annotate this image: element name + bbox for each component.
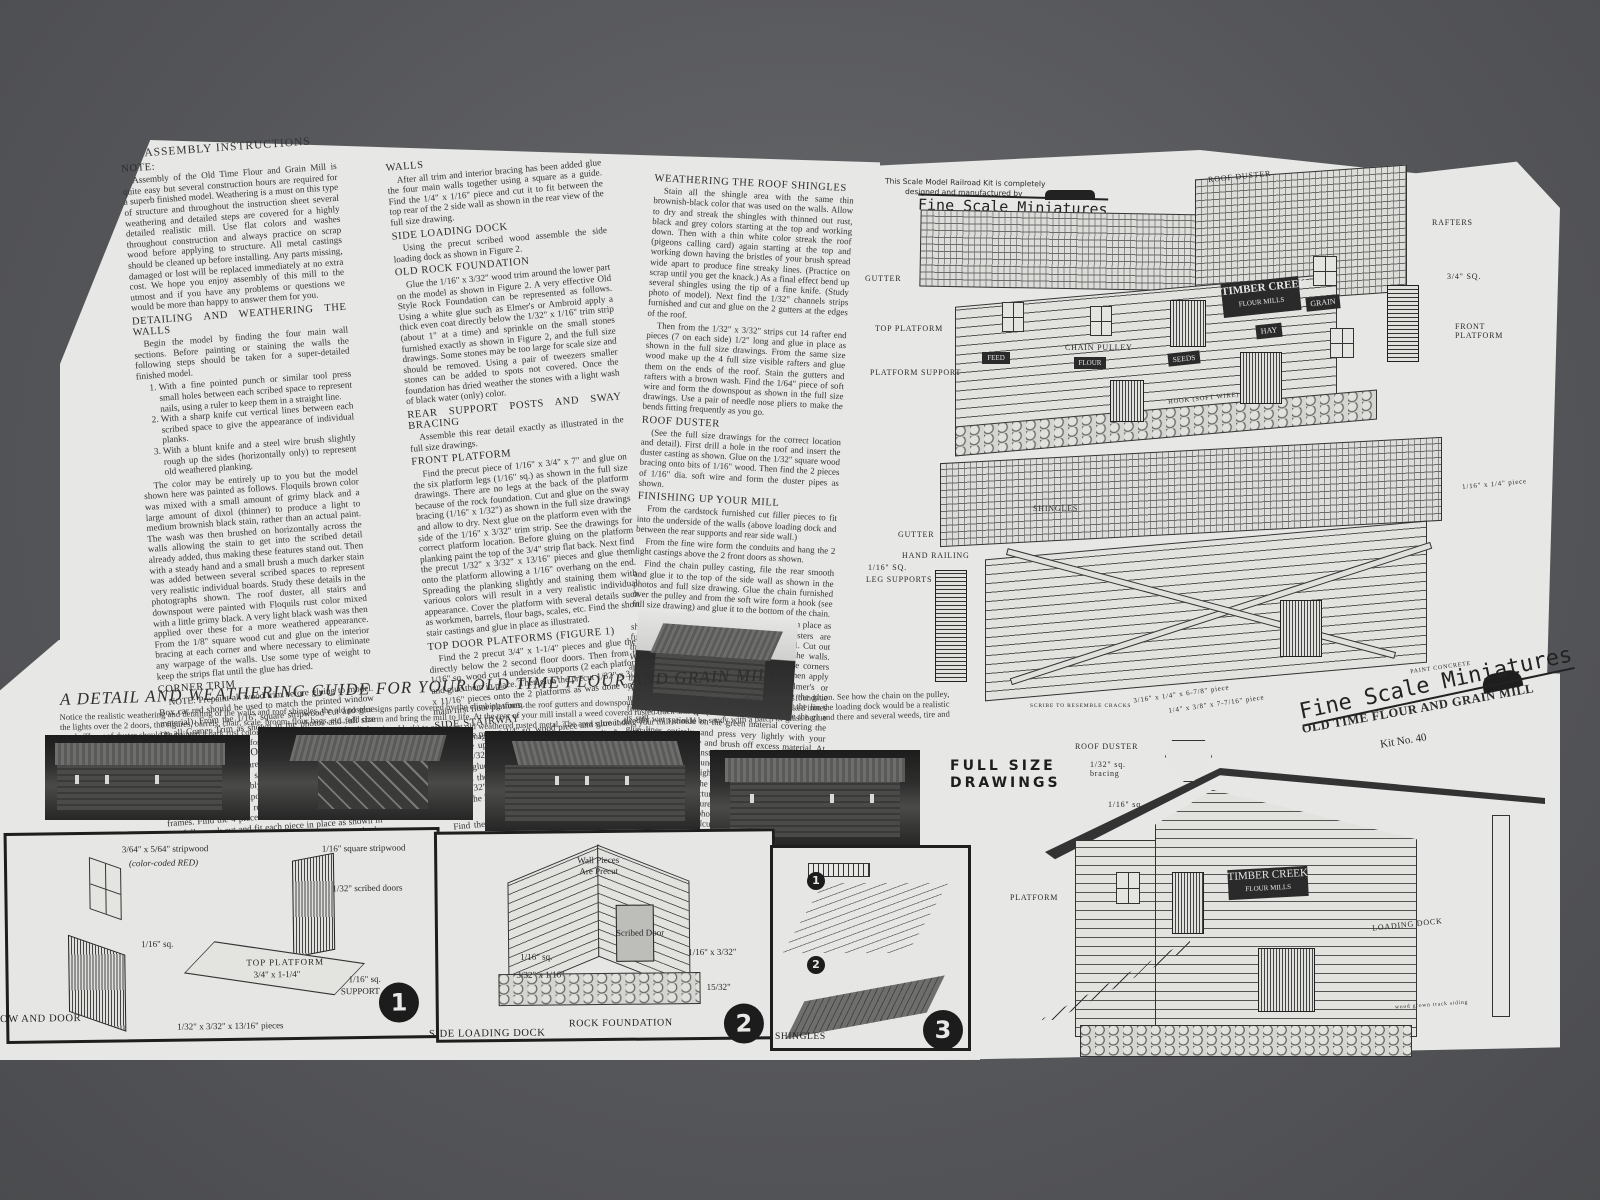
shingle-rows-sketch [782, 883, 949, 953]
figure-3-number-badge: 3 [923, 1010, 963, 1050]
rock-foundation-paragraph: Glue the 1/16" x 3/32" wood trim around … [396, 261, 620, 407]
figure-2-box: Wall Pieces Are Precut Scribed Door 1/16… [429, 828, 778, 1044]
fig1-label-color-coded: (color-coded RED) [128, 857, 199, 869]
front-stair-sketch [1387, 285, 1419, 362]
roof-duster-paragraph: (See the full size drawings for the corr… [638, 427, 842, 489]
fig1-title: WINDOW AND DOOR TRIM [0, 1012, 82, 1026]
sign-hay: HAY [1255, 322, 1283, 340]
fig1-label-top-platform: TOP PLATFORM [246, 956, 325, 968]
detailing-steps: With a fine pointed punch or similar too… [136, 369, 357, 479]
front-window-4 [1330, 328, 1354, 358]
color-paragraph: The color may be entirely up to you but … [143, 466, 371, 682]
full-size-word: FULL SIZE [950, 758, 1056, 774]
note-paragraph: Assembly of the Old Time Flour and Grain… [122, 161, 346, 313]
fig3-title: SHINGLES [775, 1032, 826, 1042]
side-window-1 [1116, 872, 1140, 904]
shingle-cut-sketch [786, 975, 945, 1039]
model-photo-side [485, 731, 700, 831]
fig1-label-sq: 1/16" sq. [141, 938, 174, 950]
shingle-step-1-badge: 1 [807, 872, 825, 890]
label-hand-railing: HAND RAILING [902, 551, 970, 560]
fig1-label-support-size: 1/16" sq. [348, 973, 381, 985]
label-leg-sq: 1/16" sq. [868, 563, 907, 572]
rear-door [1280, 600, 1322, 657]
shingle-strip-sketch [808, 863, 870, 877]
model-photo-angle [710, 750, 920, 845]
side-label-bracing: 1/32" sq. bracing [1090, 760, 1126, 778]
label-top-platform: TOP PLATFORM [875, 324, 944, 333]
side-label-platform: PLATFORM [1010, 893, 1059, 902]
sign-timber-creek-side: TIMBER CREEK FLOUR MILLS [1227, 865, 1309, 901]
locomotive-logo-icon [1045, 190, 1095, 200]
label-rafters: RAFTERS [1432, 218, 1473, 227]
fig2-label-are-precut: Are Precut [579, 865, 619, 877]
fig1-label-square-stripwood: 1/16" square stripwood [321, 842, 406, 854]
text-panel [60, 140, 880, 700]
fig1-label-top-platform-size: 3/4" x 1-1/4" [253, 968, 301, 980]
rafters-paragraph: Then from the 1/32" x 3/32" strips cut 1… [642, 320, 847, 418]
fig2-label-sq: 1/16" sq. [520, 951, 553, 962]
label-shingles: SHINGLES [1033, 504, 1079, 513]
label-platform-support: PLATFORM SUPPORT [870, 368, 962, 377]
figure-3-box: 1 2 SHINGLES 3 [770, 845, 971, 1051]
fig1-label-support: SUPPORT [340, 985, 380, 997]
fig2-label-wall-pieces: Wall Pieces [577, 854, 620, 866]
label-front-platform: FRONT PLATFORM [1455, 322, 1504, 340]
side-label-roof-duster: ROOF DUSTER [1075, 742, 1139, 751]
label-3-4-sq: 3/4" sq. [1447, 272, 1482, 281]
label-chain-pulley: CHAIN PULLEY [1065, 343, 1133, 352]
drawings-word: DRAWINGS [950, 775, 1061, 791]
weathering-shingles-paragraph: Stain all the shingle area with the same… [647, 185, 854, 320]
front-platform-paragraph: Find the precut piece of 1/16" x 3/4" x … [413, 451, 641, 639]
figure-1-number-badge: 1 [378, 982, 420, 1023]
fig2-label-height: 15/32" [706, 981, 731, 992]
sign-flour: FLOUR [1074, 357, 1106, 369]
top-platform-door-sketch [291, 852, 336, 958]
front-door-upper [1170, 300, 1206, 347]
front-door-main [1240, 352, 1282, 404]
rear-post-sketch [1492, 815, 1510, 1017]
side-loading-dock-door [1258, 948, 1315, 1012]
model-photo-front [45, 735, 250, 820]
sign-feed: FEED [982, 352, 1010, 364]
label-leg-supports: LEG SUPPORTS [866, 575, 933, 584]
fig1-label-pieces: 1/32" x 3/32" x 13/16" pieces [177, 1020, 284, 1032]
full-size-drawings-title: FULL SIZE DRAWINGS [950, 758, 1061, 792]
front-view-roof-shingles [919, 209, 1208, 292]
fig1-label-stripwood: 3/64" x 5/64" stripwood [121, 843, 209, 855]
figure-2-number-badge: 2 [723, 1003, 765, 1044]
label-gutter: GUTTER [865, 274, 902, 283]
window-trim-sketch [88, 857, 122, 921]
fig1-label-scribed-doors: 1/32" scribed doors [332, 882, 403, 894]
front-door-loading [1110, 380, 1144, 422]
side-view-foundation [1080, 1025, 1412, 1057]
front-window-2 [1090, 306, 1112, 336]
label-rear-gutter: GUTTER [898, 530, 935, 539]
side-door-upper [1172, 872, 1204, 934]
fig2-label-scribed-door: Scribed Door [615, 927, 665, 938]
fig2-label-rock-foundation: ROCK FOUNDATION [568, 1017, 673, 1030]
model-photo-rear [258, 727, 473, 820]
fig2-label-trim: 3/32" x 1/16" [516, 969, 565, 980]
shingle-step-2-badge: 2 [807, 956, 825, 974]
fig2-title: SIDE LOADING DOCK [428, 1027, 546, 1040]
figure-1-box: 3/64" x 5/64" stripwood (color-coded RED… [0, 826, 443, 1045]
side-label-sq: 1/16" sq. [1108, 800, 1144, 809]
front-window-1 [1002, 302, 1024, 332]
side-view-wall-left [1075, 840, 1157, 1037]
fig2-label-trim-2: 1/16" x 3/32" [688, 946, 737, 958]
finishing-paragraph-3: Find the chain pulley casting, file the … [632, 558, 835, 619]
front-window-3 [1313, 256, 1337, 286]
label-scribe-cracks: SCRIBE TO RESEMBLE CRACKS [1030, 703, 1132, 709]
rear-stairs [935, 570, 967, 682]
